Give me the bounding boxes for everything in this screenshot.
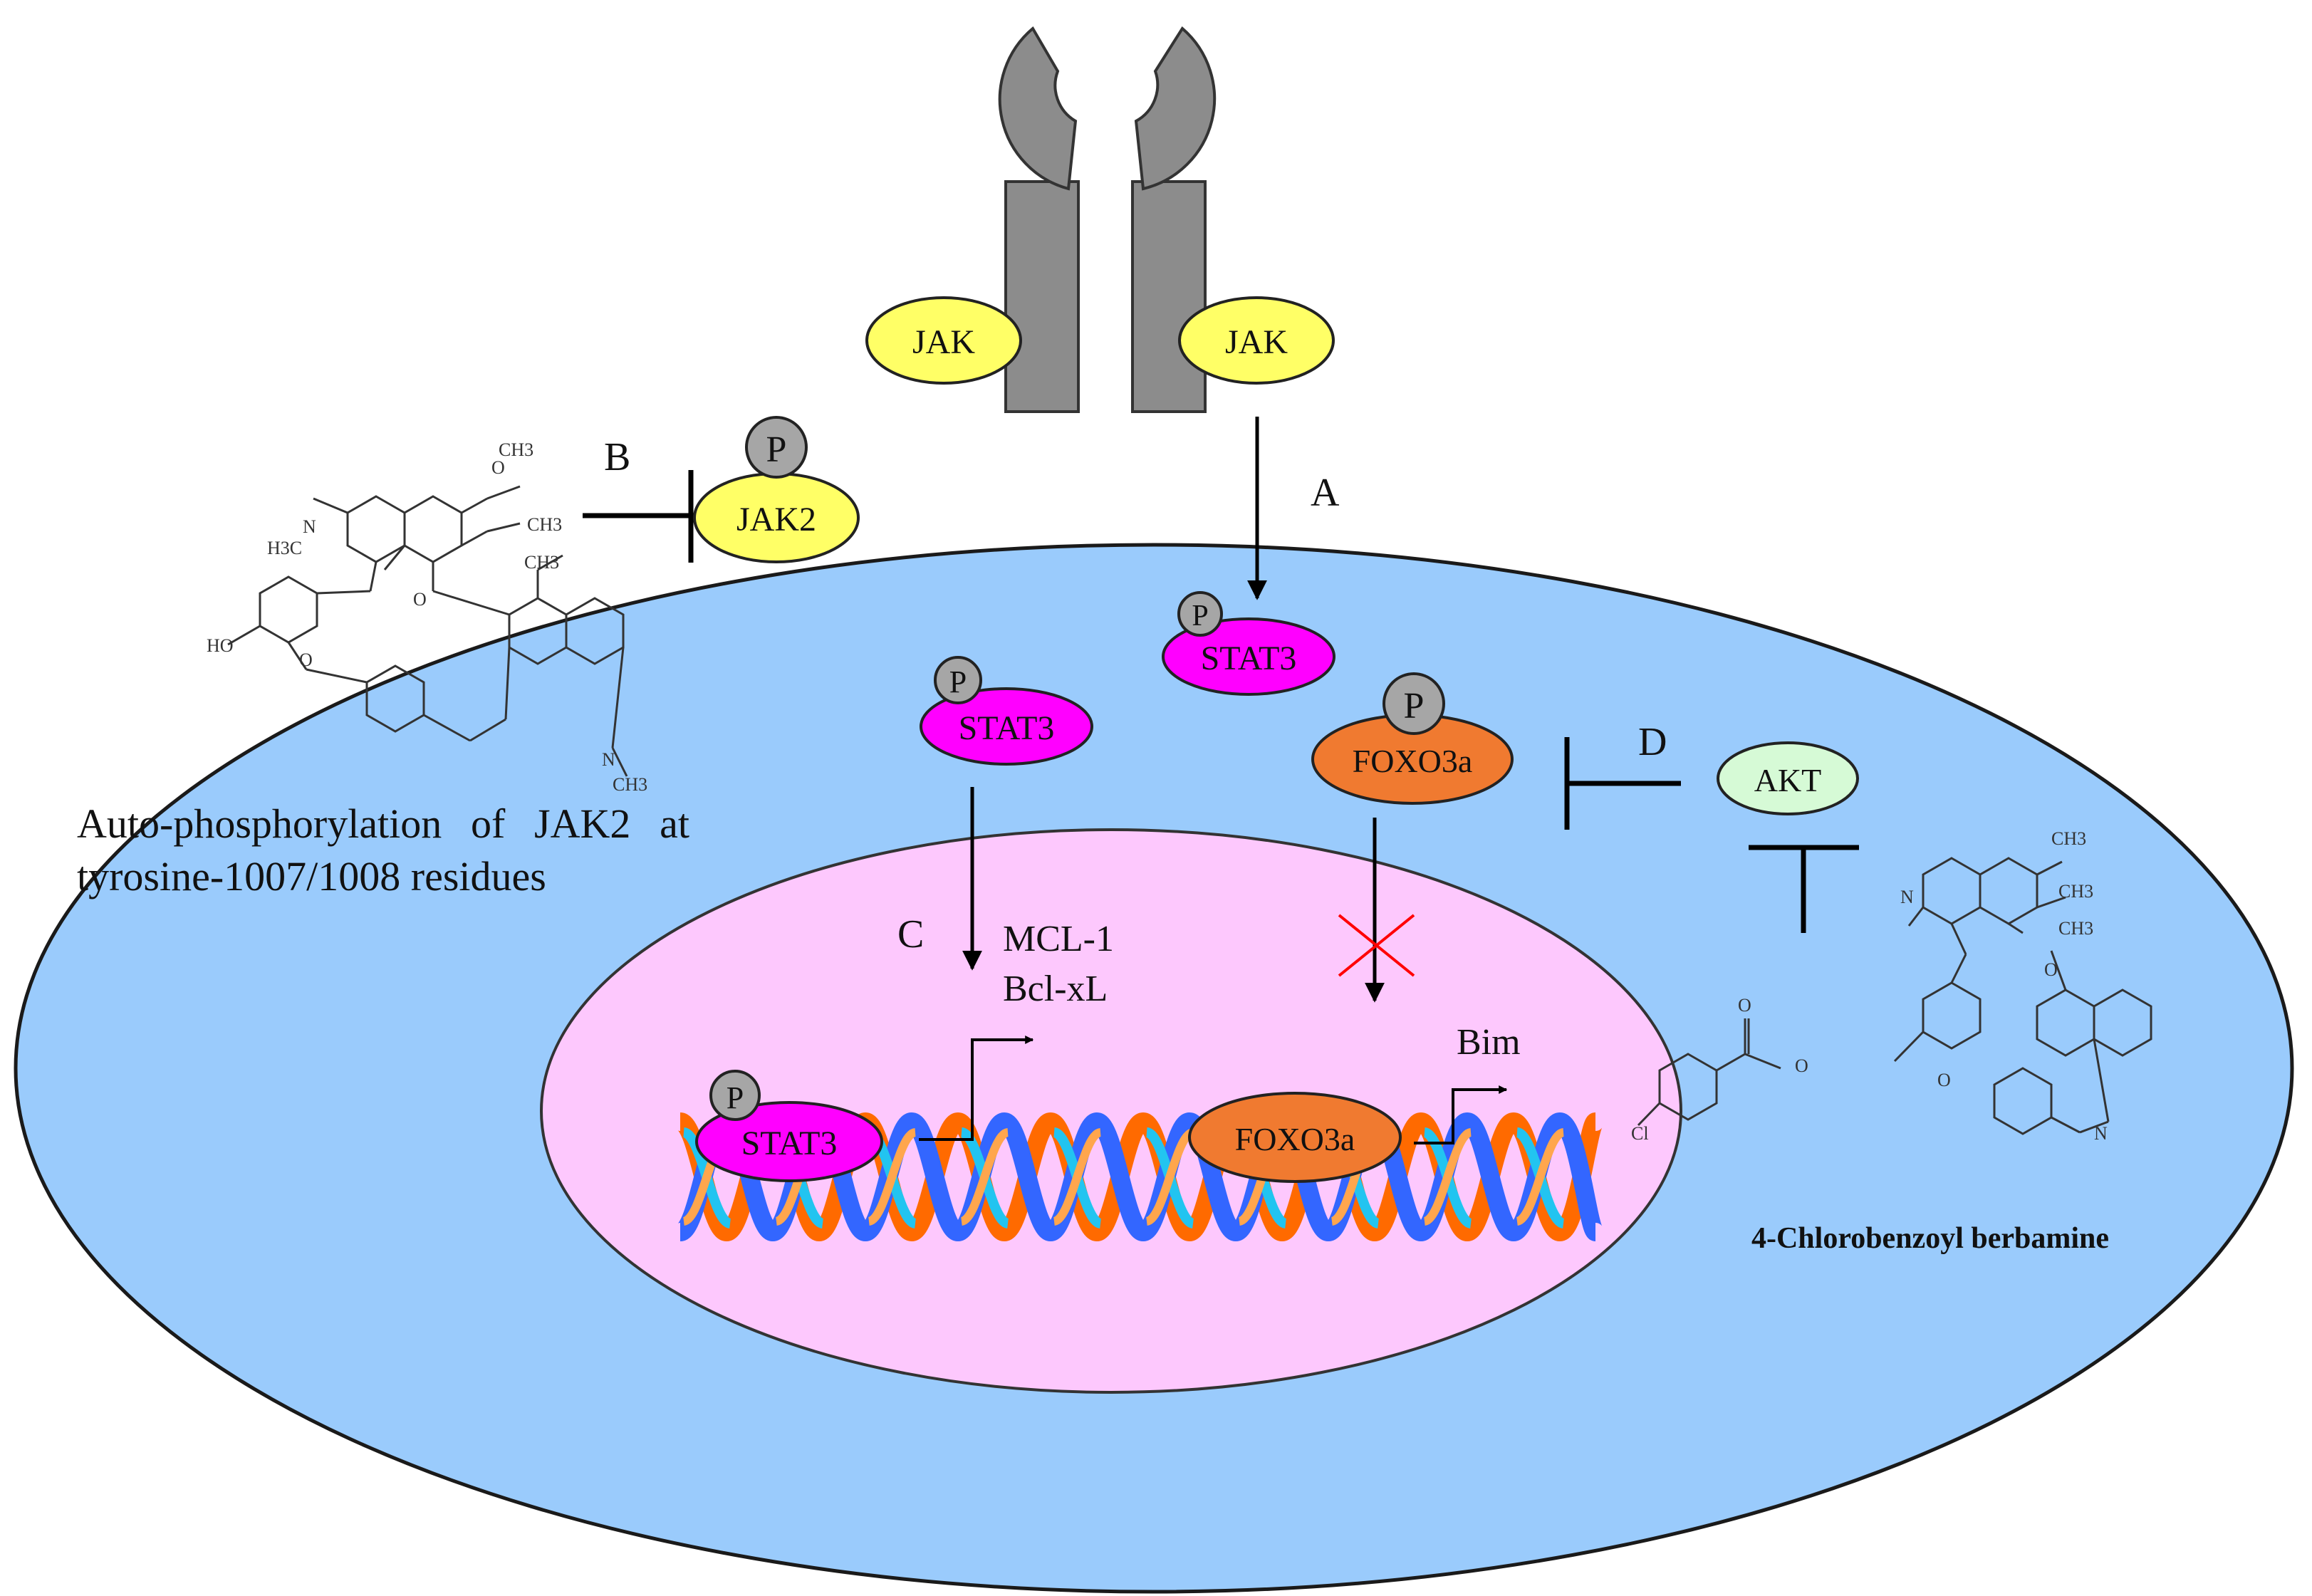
step-c-label: C (897, 912, 924, 956)
cbb-n-lower: N (2094, 1123, 2108, 1144)
berbamine-n-methyl-low: CH3 (613, 774, 647, 795)
cbb-chlorine: Cl (1631, 1123, 1649, 1144)
phospho-label: P (949, 664, 967, 699)
receptor-left-binding-site (998, 26, 1078, 191)
jak2-label: JAK2 (736, 501, 816, 538)
jak-left: JAK (865, 296, 1022, 385)
phospho-jak2: JAK2 P (693, 416, 860, 563)
cbb-oxygen: O (1937, 1070, 1951, 1090)
step-b-label: B (604, 435, 630, 479)
target-genes-bclxl: Bcl-xL (1003, 969, 1108, 1009)
phospho-stat3-cytoplasm-right: STAT3 P (1162, 591, 1335, 696)
cbb-methyl-top: CH3 (2051, 828, 2086, 849)
berbamine-methyl-top: CH3 (499, 439, 533, 460)
cbb-methyl-low: CH3 (2058, 918, 2093, 939)
cbb-n-upper: N (1900, 887, 1914, 907)
step-d-label: D (1638, 720, 1667, 764)
jak-left-label: JAK (912, 323, 975, 361)
foxo3a-on-dna: FOXO3a (1188, 1092, 1402, 1183)
jak-right-label: JAK (1225, 323, 1288, 361)
receptor (998, 26, 1217, 413)
inhibition-d (1564, 737, 1681, 830)
jak-right: JAK (1178, 296, 1335, 385)
berbamine-n-lower: N (602, 749, 615, 770)
compound-label: 4-Chlorobenzoyl berbamine (1751, 1222, 2109, 1255)
phospho-label: P (1404, 686, 1425, 726)
phospho-foxo3a-cytoplasm: FOXO3a P (1311, 672, 1514, 805)
step-a-label: A (1311, 471, 1340, 515)
phospho-stat3-on-dna: STAT3 P (695, 1070, 883, 1182)
phospho-stat3-cytoplasm-left: STAT3 P (920, 656, 1093, 766)
nucleus (540, 828, 1682, 1394)
stat3-left-label: STAT3 (959, 709, 1055, 747)
target-gene-bim: Bim (1457, 1022, 1521, 1063)
transcription-arrow-mcl1-bclxl (919, 1036, 1034, 1141)
transcription-arrow-bim (1414, 1085, 1508, 1144)
target-genes-mcl1: MCL-1 (1003, 919, 1114, 959)
berbamine-methyl-mid: CH3 (527, 514, 562, 535)
berbamine-oxygen: O (299, 650, 313, 670)
berbamine-n-upper: N (303, 516, 316, 537)
berbamine-oxygen: O (413, 589, 427, 610)
cbb-methyl-mid: CH3 (2058, 881, 2093, 902)
stat3-right-label: STAT3 (1201, 640, 1297, 677)
akt-label: AKT (1754, 762, 1822, 798)
receptor-right-stalk (1131, 180, 1207, 413)
berbamine-n-methyl: H3C (267, 538, 302, 558)
cbb-oxygen: O (1795, 1055, 1808, 1076)
jak2-autophosphorylation-caption: Auto-phosphorylation of JAK2 at tyrosine… (77, 800, 689, 899)
chlorobenzoyl-berbamine-atom-labels: CH3 CH3 CH3 N N O O O O Cl (1631, 828, 2108, 1144)
phospho-label: P (766, 429, 787, 470)
foxo3a-dna-label: FOXO3a (1235, 1121, 1355, 1157)
cbb-oxygen: O (1738, 995, 1751, 1016)
stat3-dna-label: STAT3 (741, 1125, 838, 1162)
inhibition-b (583, 470, 694, 563)
chlorobenzoyl-berbamine-structure (1637, 857, 2152, 1135)
phospho-label: P (727, 1080, 744, 1115)
block-cross (1338, 914, 1415, 977)
receptor-right-binding-site (1134, 26, 1217, 191)
berbamine-ho: HO (207, 635, 234, 656)
cbb-oxygen: O (2044, 959, 2058, 980)
berbamine-methyl-low: CH3 (524, 552, 559, 573)
berbamine-structure (227, 485, 628, 777)
inhibition-akt (1749, 845, 1859, 933)
phospho-label: P (1192, 600, 1208, 632)
berbamine-oxygen: O (491, 457, 505, 478)
berbamine-atom-labels: CH3 CH3 CH3 H3C N N CH3 O O O HO (207, 439, 647, 795)
foxo3a-label: FOXO3a (1353, 743, 1473, 779)
akt: AKT (1717, 741, 1859, 815)
receptor-left-stalk (1004, 180, 1080, 413)
